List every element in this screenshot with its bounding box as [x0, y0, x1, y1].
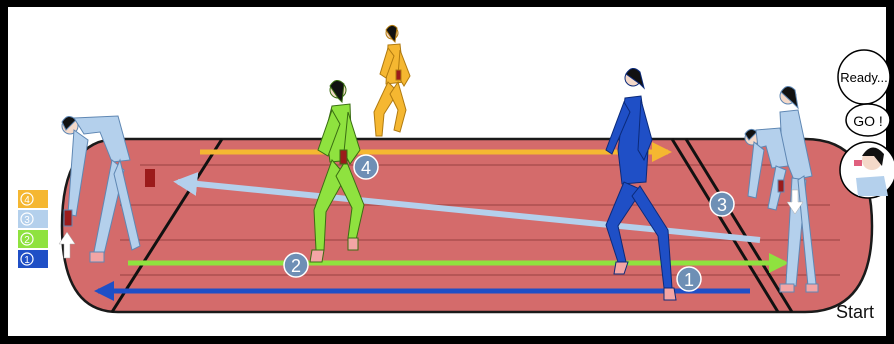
legend-number-4: 4 — [24, 195, 30, 206]
ready-speech-bubble: Ready... — [838, 50, 890, 104]
legend-item-4: 4 — [18, 190, 48, 208]
legend-number-3: 3 — [24, 215, 30, 226]
starter-portrait — [840, 142, 894, 198]
route-marker-2-number: 2 — [291, 256, 301, 276]
baton-icon — [778, 180, 784, 192]
route-marker-3: 3 — [710, 192, 734, 216]
route-marker-1: 1 — [677, 267, 701, 291]
go-text: GO ! — [853, 113, 883, 129]
legend-item-3: 3 — [18, 210, 48, 228]
legend-item-2: 2 — [18, 230, 48, 248]
legend-number-1: 1 — [24, 255, 30, 266]
legend-item-1: 1 — [18, 250, 48, 268]
baton-icon — [340, 150, 347, 164]
baton-icon — [145, 169, 155, 187]
ready-text: Ready... — [840, 70, 887, 85]
route-marker-4: 4 — [354, 155, 378, 179]
start-label: Start — [836, 302, 874, 322]
whistle-icon — [854, 160, 862, 166]
route-marker-2: 2 — [284, 253, 308, 277]
running-track — [62, 139, 872, 312]
legend-number-2: 2 — [24, 235, 30, 246]
route-marker-3-number: 3 — [717, 195, 727, 215]
baton-icon — [396, 70, 401, 80]
route-marker-4-number: 4 — [361, 158, 371, 178]
go-speech-bubble: GO ! — [846, 104, 890, 136]
baton-icon — [64, 210, 72, 226]
route-marker-1-number: 1 — [684, 270, 694, 290]
